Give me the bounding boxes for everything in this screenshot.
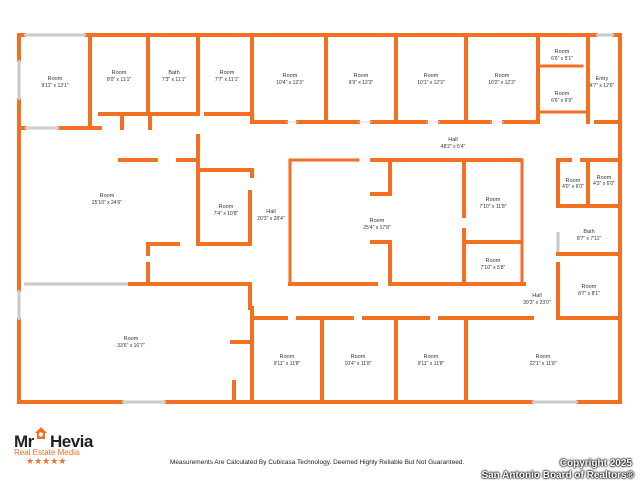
room-dim: 10'2" x 12'3" xyxy=(488,80,516,86)
outer-walls xyxy=(17,33,622,404)
room-label: Room xyxy=(280,354,295,360)
room-dim: 22'1" x 11'8" xyxy=(529,361,556,367)
room-dim: 9'11" x 11'8" xyxy=(274,361,301,367)
room-dim: 7'3" x 11'1" xyxy=(162,77,186,83)
room-label: Room xyxy=(48,76,63,82)
room-dim: 9'9" x 12'3" xyxy=(349,80,374,86)
room-dim: 25'10" x 24'6" xyxy=(92,200,122,206)
room-dim: 7'4" x 10'8" xyxy=(214,211,239,217)
room-label: Room xyxy=(100,193,115,199)
room-dim: 25'4" x 17'8" xyxy=(363,225,391,231)
room-dim: 4'7" x 12'6" xyxy=(590,83,615,89)
logo-text-mr: Mr xyxy=(14,432,34,451)
room-label: Room xyxy=(555,91,570,97)
room-label: Bath xyxy=(168,70,179,76)
windows xyxy=(17,33,614,404)
room-label: Room xyxy=(582,284,597,290)
room-label: Room xyxy=(220,70,235,76)
room-dim: 4'3" x 6'0" xyxy=(593,181,615,187)
room-label: Room xyxy=(486,197,501,203)
room-label: Room xyxy=(597,175,612,181)
room-label: Room xyxy=(566,178,581,184)
interior-walls-middle xyxy=(118,134,622,320)
room-dim: 4'0" x 6'0" xyxy=(562,184,584,190)
room-dim: 6'6" x 6'9" xyxy=(551,98,573,104)
room-label: Room xyxy=(424,73,439,79)
room-dim: 8'7" x 8'1" xyxy=(578,291,600,297)
room-label: Room xyxy=(112,70,127,76)
house-icon xyxy=(35,427,47,439)
room-label: Room xyxy=(124,336,139,342)
room-dim: 10'1" x 12'3" xyxy=(417,80,445,86)
doors xyxy=(24,121,504,129)
room-dim: 6'6" x 5'1" xyxy=(551,56,573,62)
copyright-year: Copyright 2025 xyxy=(559,458,632,469)
star-rating-icon: ★★★★★ xyxy=(26,456,67,466)
room-labels: Room 9'11" x 13'1" Room 8'0" x 11'1" Bat… xyxy=(41,49,615,367)
room-label: Room xyxy=(555,49,570,55)
interior-walls-top xyxy=(17,33,622,130)
room-label: Hall xyxy=(448,137,457,143)
room-dim: 10'4" x 12'3" xyxy=(276,80,304,86)
room-dim: 9'11" x 13'1" xyxy=(41,83,68,89)
room-dim: 10'4" x 11'8" xyxy=(344,361,371,367)
brand-logo: Mr Hevia Real Estate Media ★★★★★ xyxy=(14,426,94,470)
interior-walls-bottom xyxy=(230,306,534,404)
room-label: Room xyxy=(486,258,501,264)
logo-tagline: Real Estate Media xyxy=(14,448,80,457)
room-label: Hall xyxy=(532,293,541,299)
room-dim: 20'3" x 28'4" xyxy=(257,216,285,222)
room-label: Room xyxy=(351,354,366,360)
room-dim: 7'10" x 5'8" xyxy=(481,265,506,271)
room-dim: 48'2" x 5'4" xyxy=(441,144,466,150)
room-label: Room xyxy=(219,204,234,210)
room-dim: 39'3" x 23'0" xyxy=(523,300,551,306)
room-dim: 33'6" x 16'7" xyxy=(117,343,145,349)
room-label: Entry xyxy=(596,76,609,82)
room-label: Room xyxy=(495,73,510,79)
logo-text-hevia: Hevia xyxy=(50,432,93,451)
room-dim: 8'7" x 7'11" xyxy=(577,236,601,242)
room-dim: 7'7" x 11'1" xyxy=(215,77,239,83)
room-label: Room xyxy=(424,354,439,360)
room-dim: 9'11" x 11'8" xyxy=(418,361,445,367)
room-label: Room xyxy=(283,73,298,79)
room-label: Bath xyxy=(583,229,594,235)
copyright-holder: San Antonio Board of Realtors® xyxy=(481,470,634,481)
room-label: Room xyxy=(370,218,385,224)
room-label: Hall xyxy=(266,209,275,215)
disclaimer: Measurements Are Calculated By Cubicasa … xyxy=(170,459,465,466)
room-label: Room xyxy=(536,354,551,360)
room-label: Room xyxy=(354,73,369,79)
room-dim: 8'0" x 11'1" xyxy=(107,77,131,83)
room-dim: 7'10" x 11'8" xyxy=(479,204,506,210)
